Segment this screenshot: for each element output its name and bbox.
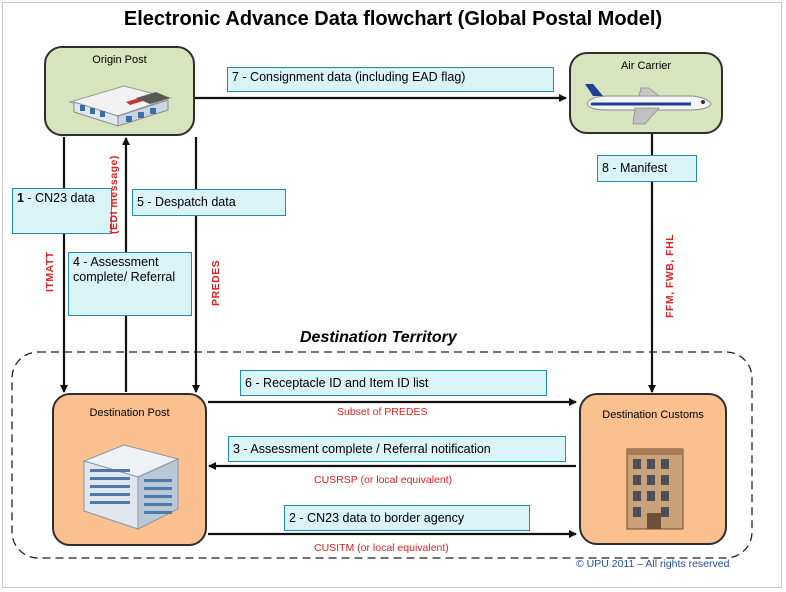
step-1-number: 1 <box>17 191 24 205</box>
airplane-icon <box>585 84 712 125</box>
origin-post-label: Origin Post <box>92 54 147 66</box>
cusrsp-label: CUSRSP (or local equivalent) <box>314 474 453 486</box>
destination-territory-boundary <box>11 351 753 559</box>
destination-customs-node: Destination Customs <box>579 393 727 545</box>
step-3-text: 3 - Assessment complete / Referral notif… <box>233 442 491 456</box>
subset-predes-label: Subset of PREDES <box>337 406 428 418</box>
step-1-cn23-callout: 1 - CN23 data <box>12 188 112 234</box>
destination-post-label: Destination Post <box>89 407 170 419</box>
customs-building-icon <box>626 448 684 530</box>
step-2-text: 2 - CN23 data to border agency <box>289 511 465 525</box>
step-1-text: - CN23 data <box>23 191 95 205</box>
origin-post-node: Origin Post <box>44 46 195 136</box>
ffm-fwb-fhl-label: FFM, FWB, FHL <box>664 233 676 318</box>
step-5-text: 5 - Despatch data <box>137 195 236 209</box>
predes-vertical-label: PREDES <box>210 259 222 306</box>
air-carrier-label: Air Carrier <box>620 60 672 72</box>
step-8-manifest-callout: 8 - Manifest <box>597 155 697 182</box>
destination-customs-label: Destination Customs <box>602 409 704 421</box>
step-6-receptacle-callout: 6 - Receptacle ID and Item ID list <box>240 370 547 396</box>
step-4-assessment-callout: 4 - Assessment complete/ Referral <box>68 252 192 316</box>
step-5-despatch-callout: 5 - Despatch data <box>132 189 286 216</box>
step-8-text: 8 - Manifest <box>602 161 668 175</box>
diagram-title: Electronic Advance Data flowchart (Globa… <box>123 8 663 30</box>
step-7-text: 7 - Consignment data (including EAD flag… <box>232 70 466 84</box>
step-6-text: 6 - Receptacle ID and Item ID list <box>245 376 429 390</box>
itmatt-label: ITMATT <box>44 251 56 292</box>
office-building-icon <box>82 444 180 530</box>
step-7-consignment-callout: 7 - Consignment data (including EAD flag… <box>227 67 554 92</box>
destination-post-node: Destination Post <box>52 393 207 546</box>
air-carrier-node: Air Carrier <box>569 52 723 134</box>
copyright-notice: © UPU 2011 – All rights reserved <box>576 558 730 570</box>
destination-territory-label: Destination Territory <box>300 329 457 346</box>
step-3-notification-callout: 3 - Assessment complete / Referral notif… <box>228 436 566 462</box>
step-2-border-agency-callout: 2 - CN23 data to border agency <box>284 505 530 531</box>
edi-message-label: (EDI message) <box>108 155 120 234</box>
cusitm-label: CUSITM (or local equivalent) <box>314 542 449 554</box>
post-office-building-icon <box>68 85 172 127</box>
step-4-text: 4 - Assessment complete/ Referral <box>73 255 176 284</box>
